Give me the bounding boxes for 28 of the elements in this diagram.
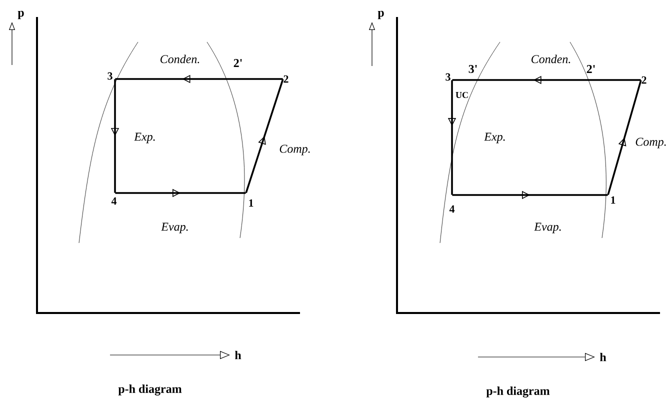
process-label: Conden. [532, 54, 570, 64]
point-label: UC [456, 92, 468, 98]
state-point: 2 [284, 75, 288, 83]
process-line [607, 80, 642, 196]
point-label: 2' [586, 65, 595, 73]
axis-label: p [18, 10, 24, 20]
process-label: Evap. [534, 222, 561, 234]
process-label: Exp. [484, 132, 505, 144]
axis-label: h [600, 352, 606, 362]
point-label: 3' [468, 64, 477, 74]
point-label: 2' [234, 59, 242, 67]
state-point: 3 [446, 73, 450, 81]
process-label: Evap. [161, 222, 188, 234]
process-label: Comp. [280, 144, 310, 156]
caption: p-h diagram [486, 386, 550, 398]
state-point: 1 [249, 199, 254, 207]
process-label: Exp. [134, 132, 155, 144]
axis-label: p [378, 10, 384, 20]
state-point: 4 [111, 197, 117, 205]
state-point: 3 [108, 72, 112, 80]
axis-label: h [234, 350, 242, 360]
state-point: 4 [449, 205, 455, 213]
process-line [245, 78, 284, 194]
caption: p-h diagram [118, 384, 182, 396]
state-point: 2 [642, 76, 646, 84]
process-label: Conden. [160, 54, 200, 64]
process-label: Comp. [636, 138, 666, 148]
state-point: 1 [611, 196, 616, 204]
